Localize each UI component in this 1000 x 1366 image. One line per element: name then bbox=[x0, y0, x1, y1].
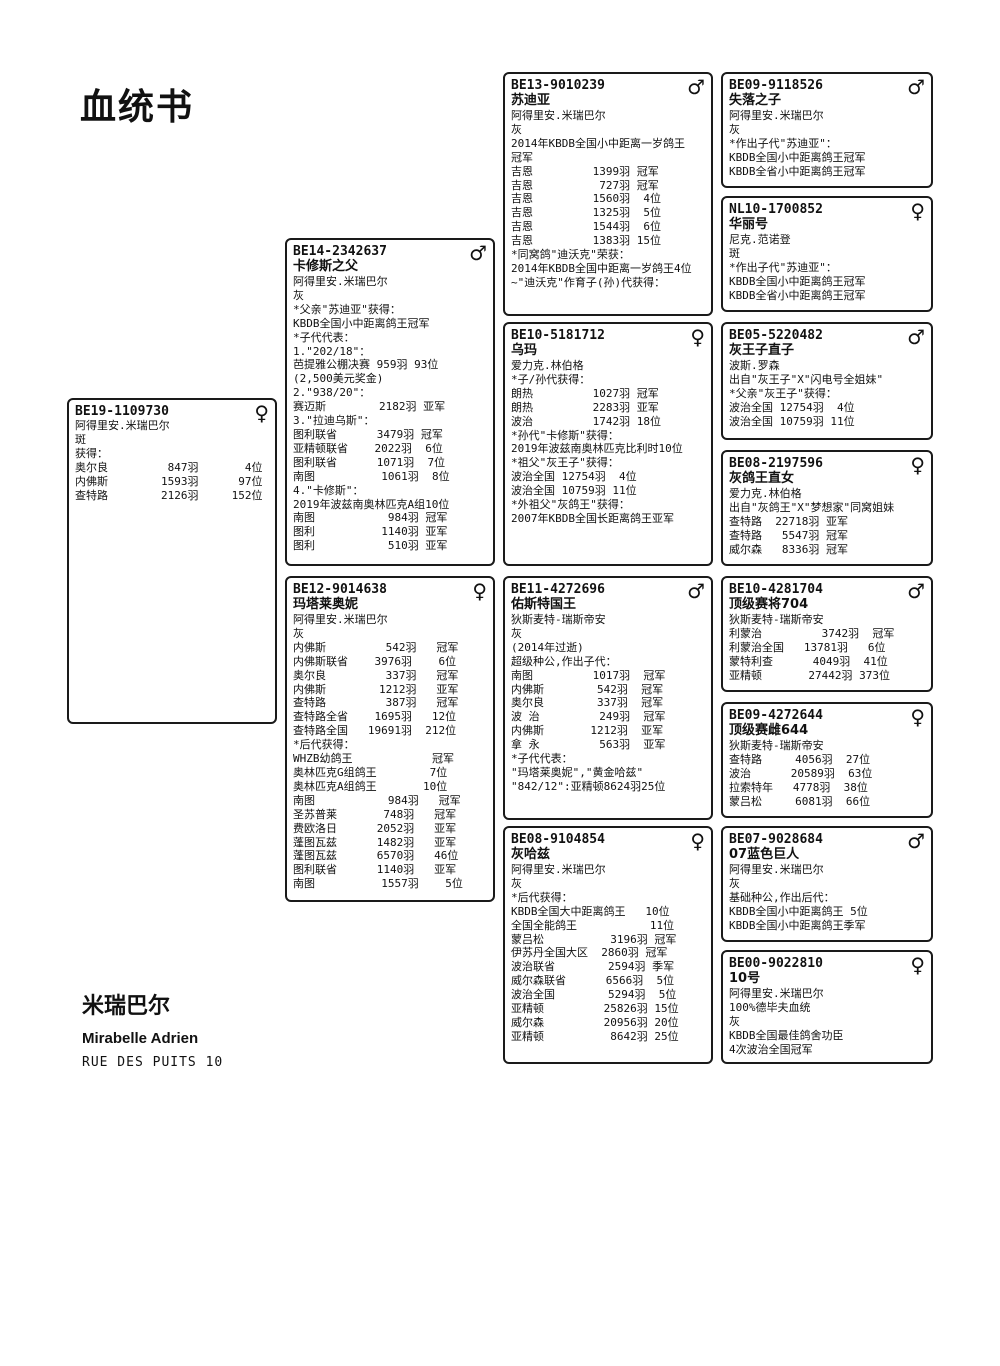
owner-name-cn: 米瑞巴尔 bbox=[82, 994, 171, 1019]
bird-details: 阿得里安.米瑞巴尔 灰 *父亲"苏迪亚"获得： KBDB全国小中距离鸽王冠军 *… bbox=[293, 275, 450, 553]
female-symbol-icon: ♀ bbox=[472, 579, 487, 603]
bird-name: 乌玛 bbox=[511, 343, 538, 358]
bird-name: 华丽号 bbox=[729, 217, 769, 232]
ring-number: BE09-4272644 bbox=[729, 708, 823, 723]
bird-name: 07蓝色巨人 bbox=[729, 847, 800, 862]
bird-details: 爱力克.林伯格 出自"灰鸽王"X"梦想家"同窝姐妹 查特路 22718羽 亚军 … bbox=[729, 487, 895, 556]
male-symbol-icon: ♂ bbox=[907, 579, 925, 603]
pedigree-card-sire-dam: BE10-5181712 ♀ 乌玛爱力克.林伯格 *子/孙代获得： 朗热 1027羽… bbox=[503, 322, 713, 566]
female-symbol-icon: ♀ bbox=[910, 453, 925, 477]
pedigree-card-sss: BE09-9118526 ♂ 失落之子阿得里安.米瑞巴尔 灰 *作出子代"苏迪亚"：… bbox=[721, 72, 933, 188]
bird-name: 10号 bbox=[729, 971, 761, 986]
male-symbol-icon: ♂ bbox=[469, 241, 487, 265]
ring-number: BE19-1109730 bbox=[75, 404, 169, 419]
male-symbol-icon: ♂ bbox=[907, 325, 925, 349]
ring-number: BE10-4281704 bbox=[729, 582, 823, 597]
bird-name: 卡修斯之父 bbox=[293, 259, 359, 274]
owner-name-en: Mirabelle Adrien bbox=[82, 1030, 199, 1047]
bird-details: 狄斯麦特-瑞斯帝安 灰 (2014年过逝) 超级种公,作出子代： 南图 1017… bbox=[511, 613, 666, 793]
female-symbol-icon: ♀ bbox=[910, 199, 925, 223]
bird-details: 波斯.罗森 出自"灰王子"X"闪电号全姐妹" *父亲"灰王子"获得： 波治全国 … bbox=[729, 359, 884, 428]
female-symbol-icon: ♀ bbox=[690, 829, 705, 853]
ring-number: BE13-9010239 bbox=[511, 78, 605, 93]
ring-number: BE12-9014638 bbox=[293, 582, 387, 597]
ring-number: NL10-1700852 bbox=[729, 202, 823, 217]
pedigree-card-dam-dam: BE08-9104854 ♀ 灰哈兹阿得里安.米瑞巴尔 灰 *后代获得： KBDB全… bbox=[503, 826, 713, 1064]
male-symbol-icon: ♂ bbox=[687, 579, 705, 603]
ring-number: BE09-9118526 bbox=[729, 78, 823, 93]
ring-number: BE08-9104854 bbox=[511, 832, 605, 847]
bird-details: 阿得里安.米瑞巴尔 灰 内佛斯 542羽 冠军 内佛斯联省 3976羽 6位 奥… bbox=[293, 613, 463, 891]
ring-number: BE07-9028684 bbox=[729, 832, 823, 847]
bird-details: 阿得里安.米瑞巴尔 斑 获得： 奥尔良 847羽 4位 内佛斯 1593羽 97… bbox=[75, 419, 263, 502]
pedigree-card-dam-sire: BE11-4272696 ♂ 佑斯特国王狄斯麦特-瑞斯帝安 灰 (2014年过逝) … bbox=[503, 576, 713, 820]
female-symbol-icon: ♀ bbox=[690, 325, 705, 349]
bird-details: 阿得里安.米瑞巴尔 灰 *后代获得： KBDB全国大中距离鸽王 10位 全国全能… bbox=[511, 863, 679, 1043]
bird-details: 阿得里安.米瑞巴尔 100%德毕夫血统 灰 KBDB全国最佳鸽舍功臣 4次波治全… bbox=[729, 987, 844, 1056]
ring-number: BE00-9022810 bbox=[729, 956, 823, 971]
owner-address: RUE DES PUITS 10 bbox=[82, 1055, 224, 1070]
ring-number: BE10-5181712 bbox=[511, 328, 605, 343]
pedigree-card-dam: BE12-9014638 ♀ 玛塔莱奥妮阿得里安.米瑞巴尔 灰 内佛斯 542羽 冠… bbox=[285, 576, 495, 902]
ring-number: BE08-2197596 bbox=[729, 456, 823, 471]
ring-number: BE14-2342637 bbox=[293, 244, 387, 259]
pedigree-card-subject: BE19-1109730 ♀阿得里安.米瑞巴尔 斑 获得： 奥尔良 847羽 4位… bbox=[67, 398, 277, 724]
ring-number: BE05-5220482 bbox=[729, 328, 823, 343]
bird-name: 佑斯特国王 bbox=[511, 597, 577, 612]
bird-details: 狄斯麦特-瑞斯帝安 利蒙治 3742羽 冠军 利蒙治全国 13781羽 6位 蒙… bbox=[729, 613, 895, 682]
bird-name: 顶级赛雌644 bbox=[729, 723, 809, 738]
bird-name: 玛塔莱奥妮 bbox=[293, 597, 359, 612]
pedigree-card-ssd: NL10-1700852 ♀ 华丽号尼克.范诺登 斑 *作出子代"苏迪亚"： KBD… bbox=[721, 196, 933, 312]
bird-name: 苏迪亚 bbox=[511, 93, 551, 108]
pedigree-card-dds: BE07-9028684 ♂ 07蓝色巨人阿得里安.米瑞巴尔 灰 基础种公,作出后代… bbox=[721, 826, 933, 942]
bird-details: 爱力克.林伯格 *子/孙代获得： 朗热 1027羽 冠军 朗热 2283羽 亚军… bbox=[511, 359, 683, 525]
bird-details: 阿得里安.米瑞巴尔 灰 *作出子代"苏迪亚"： KBDB全国小中距离鸽王冠军 K… bbox=[729, 109, 866, 178]
male-symbol-icon: ♂ bbox=[907, 829, 925, 853]
male-symbol-icon: ♂ bbox=[687, 75, 705, 99]
pedigree-card-sire-sire: BE13-9010239 ♂ 苏迪亚阿得里安.米瑞巴尔 灰 2014年KBDB全国小… bbox=[503, 72, 713, 316]
female-symbol-icon: ♀ bbox=[254, 401, 269, 425]
female-symbol-icon: ♀ bbox=[910, 953, 925, 977]
pedigree-card-ddd: BE00-9022810 ♀ 10号阿得里安.米瑞巴尔 100%德毕夫血统 灰 KB… bbox=[721, 950, 933, 1064]
page-title: 血统书 bbox=[80, 87, 195, 128]
female-symbol-icon: ♀ bbox=[910, 705, 925, 729]
bird-details: 阿得里安.米瑞巴尔 灰 2014年KBDB全国小中距离一岁鸽王 冠军 吉恩 13… bbox=[511, 109, 692, 289]
pedigree-card-sds: BE05-5220482 ♂ 灰王子直子波斯.罗森 出自"灰王子"X"闪电号全姐妹"… bbox=[721, 322, 933, 440]
pedigree-card-sdd: BE08-2197596 ♀ 灰鸽王直女爱力克.林伯格 出自"灰鸽王"X"梦想家"同… bbox=[721, 450, 933, 566]
bird-details: 阿得里安.米瑞巴尔 灰 基础种公,作出后代： KBDB全国小中距离鸽王 5位 K… bbox=[729, 863, 868, 932]
bird-name: 灰鸽王直女 bbox=[729, 471, 795, 486]
bird-name: 灰王子直子 bbox=[729, 343, 795, 358]
ring-number: BE11-4272696 bbox=[511, 582, 605, 597]
bird-name: 顶级赛将704 bbox=[729, 597, 809, 612]
bird-name: 失落之子 bbox=[729, 93, 782, 108]
male-symbol-icon: ♂ bbox=[907, 75, 925, 99]
bird-name: 灰哈兹 bbox=[511, 847, 551, 862]
pedigree-card-sire: BE14-2342637 ♂ 卡修斯之父阿得里安.米瑞巴尔 灰 *父亲"苏迪亚"获得… bbox=[285, 238, 495, 566]
bird-details: 尼克.范诺登 斑 *作出子代"苏迪亚"： KBDB全国小中距离鸽王冠军 KBDB… bbox=[729, 233, 866, 302]
bird-details: 狄斯麦特-瑞斯帝安 查特路 4056羽 27位 波治 20589羽 63位 拉索… bbox=[729, 739, 873, 808]
